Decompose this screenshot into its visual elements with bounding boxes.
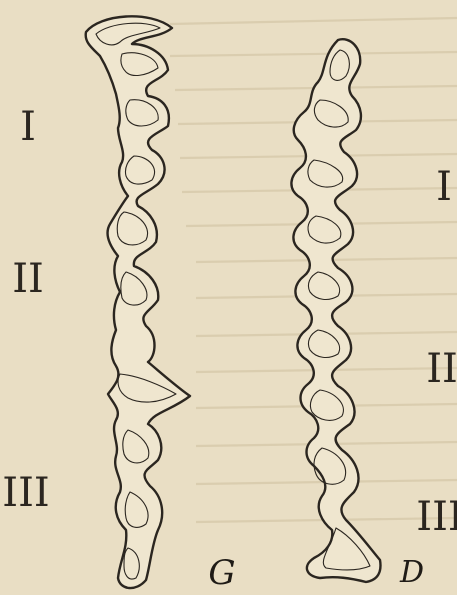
molar-marker-ii-left: II <box>12 256 44 302</box>
molar-marker-i-left: I <box>20 104 36 150</box>
figure-label-g: G <box>208 553 235 593</box>
figure-label-d: D <box>399 555 424 590</box>
molar-marker-ii-right: II <box>426 346 457 392</box>
molar-marker-i-right: I <box>436 164 452 210</box>
molar-marker-iii-right: III <box>416 494 457 540</box>
molar-marker-iii-left: III <box>2 470 49 516</box>
